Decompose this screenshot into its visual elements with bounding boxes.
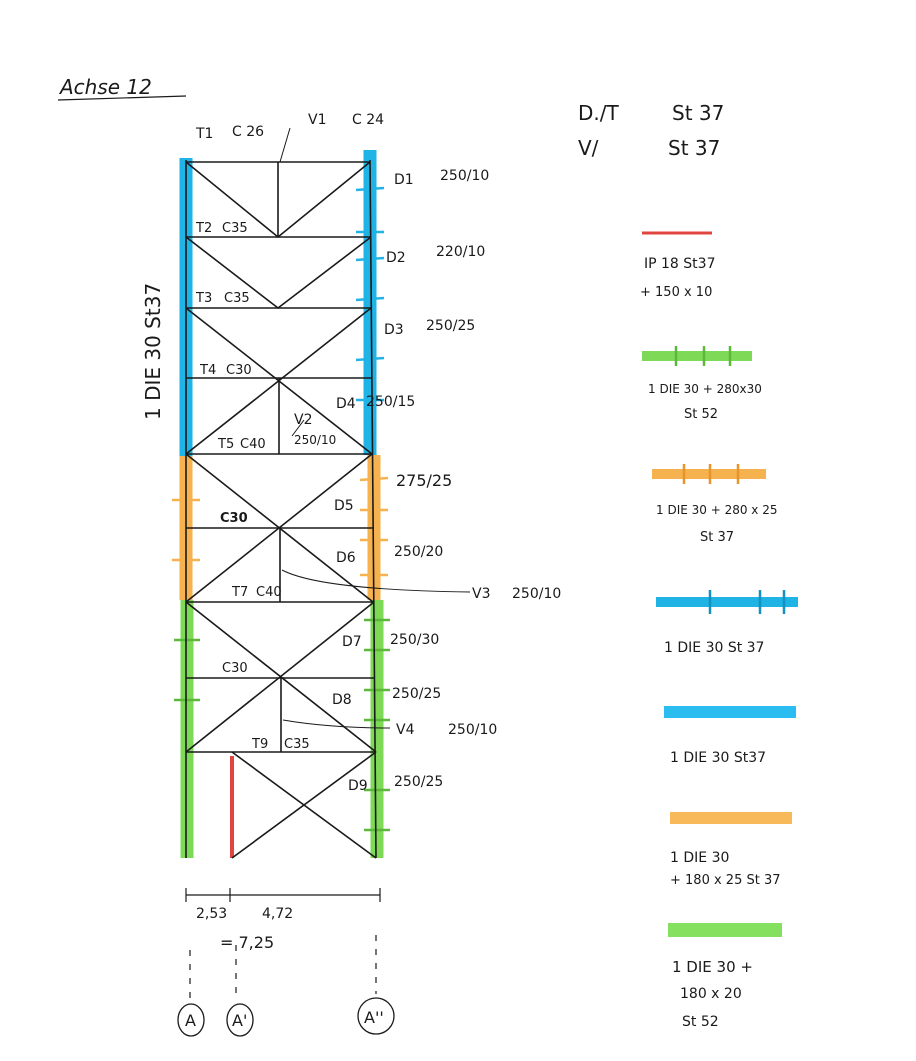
- axis-circle: [357, 997, 395, 1035]
- axis-label: A': [232, 1011, 247, 1030]
- legend-text: 1 DIE 30 + 280 x 25: [656, 503, 777, 517]
- d-label-val: 250/30: [390, 632, 439, 648]
- axis-label: A: [185, 1011, 196, 1030]
- spec-grade-1: St 37: [672, 101, 724, 125]
- d-label-val: 250/10: [440, 168, 489, 184]
- legend: IP 18 St37 + 150 x 10 1 DIE 30 + 280x30 …: [640, 231, 798, 1030]
- d-label-id: D6: [336, 550, 356, 566]
- dim-left: 2,53: [196, 906, 227, 922]
- label-v1-val: C 24: [352, 112, 384, 128]
- axis-markers: A A' A'': [177, 997, 395, 1037]
- t-label-val: C35: [284, 737, 310, 752]
- v-label-val: 250/10: [512, 586, 561, 602]
- dimension-line: [185, 888, 381, 902]
- drawing-title: Achse 12: [58, 75, 152, 99]
- t-labels: T2 C35 T3 C35 T4 C30 T5 C40 C30 T7 C40 C…: [195, 221, 310, 752]
- dim-right: 4,72: [262, 906, 293, 922]
- d-label-val: 220/10: [436, 244, 485, 260]
- title-underline: [57, 95, 187, 101]
- t-label-id: T7: [231, 585, 248, 600]
- d-label-val: 250/20: [394, 544, 443, 560]
- v-label-id: V4: [396, 722, 415, 738]
- label-t1-val: C 26: [232, 124, 264, 140]
- t-label-val: C40: [240, 437, 266, 452]
- d-label-val: 275/25: [396, 471, 452, 490]
- truss-frame: [185, 127, 471, 859]
- t-label-id: T9: [251, 737, 268, 752]
- legend-text: + 150 x 10: [640, 285, 712, 300]
- spec-grade-2: St 37: [668, 136, 720, 160]
- spec-mark-2: V/: [578, 136, 599, 160]
- legend-text: 1 DIE 30 + 280x30: [648, 382, 762, 396]
- v-label-val: 250/10: [448, 722, 497, 738]
- axis-leaders: [189, 935, 377, 1000]
- legend-text: + 180 x 25 St 37: [670, 873, 781, 888]
- d-label-id: D8: [332, 692, 352, 708]
- d-label-id: D5: [334, 498, 354, 514]
- t-label-id: T5: [217, 437, 234, 452]
- d-label-id: D9: [348, 778, 368, 794]
- label-t1: T1: [195, 126, 213, 142]
- legend-text: St 37: [700, 530, 734, 545]
- v-label-val: 250/10: [294, 433, 336, 447]
- t-label-val: C35: [224, 291, 250, 306]
- v-label-id: V3: [472, 586, 490, 602]
- right-column: [369, 159, 377, 859]
- d-label-id: D3: [384, 322, 404, 338]
- column-label: 1 DIE 30 St37: [141, 283, 165, 420]
- d-label-val: 250/25: [392, 686, 441, 702]
- t-label-id: T4: [199, 363, 216, 378]
- d-label-id: D7: [342, 634, 362, 650]
- dim-total: = 7,25: [220, 933, 274, 952]
- label-v1: V1: [308, 112, 326, 128]
- legend-text: 1 DIE 30 St 37: [664, 640, 764, 656]
- legend-text: 1 DIE 30 +: [672, 958, 753, 976]
- t-label-val: C40: [256, 585, 282, 600]
- legend-text: 1 DIE 30 St37: [670, 750, 766, 766]
- v-label-id: V2: [294, 412, 312, 428]
- legend-text: IP 18 St37: [644, 256, 715, 272]
- legend-text: St 52: [684, 407, 718, 422]
- d-label-val: 250/25: [426, 318, 475, 334]
- d-labels: D1 250/10 D2 220/10 D3 250/25 D4 250/15 …: [332, 168, 489, 794]
- legend-text: 180 x 20: [680, 986, 742, 1002]
- t-label-id: T2: [195, 221, 212, 236]
- d-label-val: 250/15: [366, 394, 415, 410]
- legend-text: St 52: [682, 1014, 719, 1030]
- t-label-id: T3: [195, 291, 212, 306]
- spec-mark-1: D./T: [578, 101, 619, 125]
- axis-circle: [226, 1003, 254, 1037]
- t-label-val: C30: [222, 661, 248, 676]
- d-label-id: D4: [336, 396, 356, 412]
- t-label-val: C30: [226, 363, 252, 378]
- d-label-id: D1: [394, 172, 414, 188]
- d-label-id: D2: [386, 250, 406, 266]
- axis-label: A'': [364, 1008, 384, 1027]
- v-labels: V2 250/10 V3 250/10 V4 250/10: [294, 412, 561, 738]
- axis-circle: [177, 1003, 205, 1037]
- legend-text: 1 DIE 30: [670, 850, 729, 866]
- t-label-val: C30: [220, 511, 248, 526]
- t-label-val: C35: [222, 221, 248, 236]
- d-label-val: 250/25: [394, 774, 443, 790]
